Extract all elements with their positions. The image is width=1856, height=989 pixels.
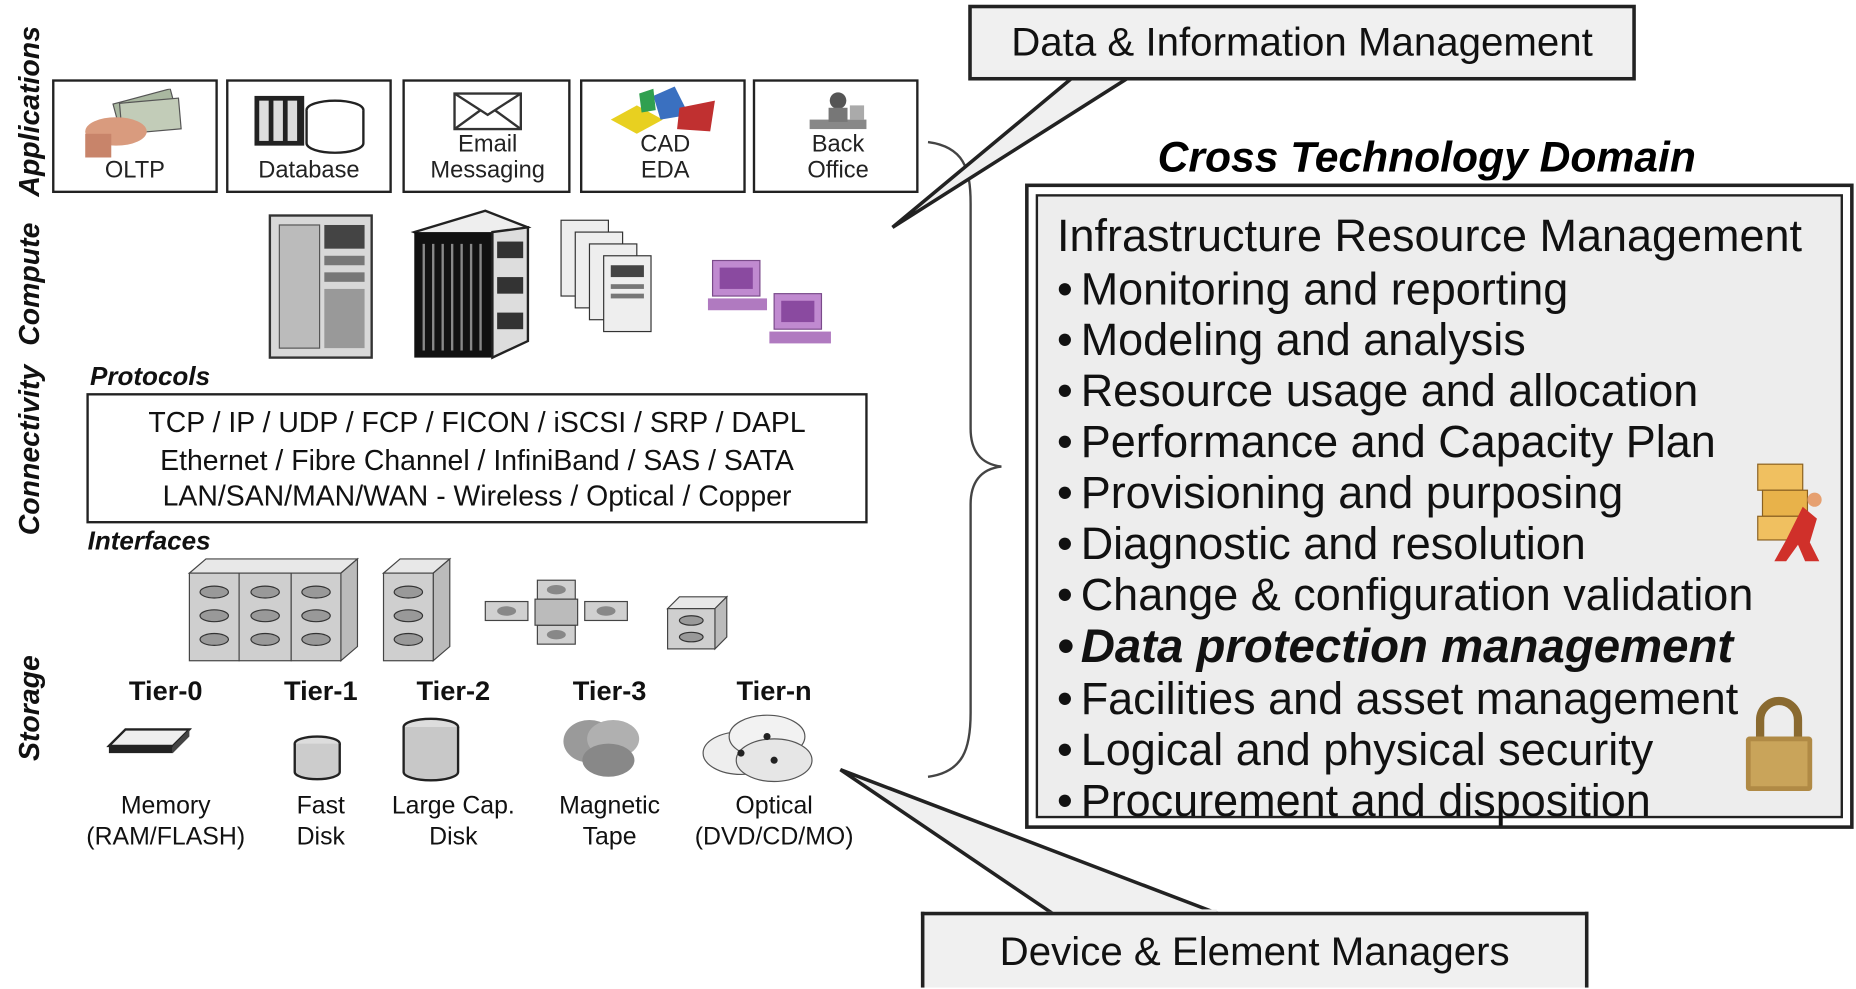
- tier-2-label: Large Cap. Disk: [391, 792, 515, 851]
- app-box-back-office: Back Office: [752, 79, 919, 194]
- bullet-dot-icon: •: [1057, 265, 1073, 315]
- bullet-dot-icon: •: [1057, 316, 1073, 366]
- cross-technology-domain-title: Cross Technology Domain: [1157, 132, 1696, 182]
- irm-item-label: Monitoring and reporting: [1080, 265, 1569, 315]
- bullet-dot-icon: •: [1057, 570, 1073, 621]
- app-label-cad: CAD EDA: [640, 131, 691, 184]
- interfaces-heading: Interfaces: [87, 525, 211, 556]
- storage-switch-icon: [484, 579, 628, 645]
- irm-item: •Change & configuration validation: [1057, 571, 1753, 622]
- callout-data-information-management: Data & Information Management: [968, 4, 1636, 81]
- server-stack-icon: [560, 219, 652, 333]
- app-box-cad: CAD EDA: [579, 79, 746, 194]
- protocol-line: Ethernet / Fibre Channel / InfiniBand / …: [160, 445, 794, 478]
- irm-item-label: Diagnostic and resolution: [1080, 519, 1586, 570]
- irm-item: •Facilities and asset management: [1057, 675, 1738, 726]
- magnetic-tape-icon: [563, 719, 640, 777]
- bullet-dot-icon: •: [1057, 519, 1073, 570]
- side-label-storage: Storage: [14, 655, 47, 762]
- tier-n-label: Optical (DVD/CD/MO): [694, 792, 854, 851]
- irm-item: •Logical and physical security: [1057, 726, 1653, 777]
- callout-device-element-managers: Device & Element Managers: [920, 911, 1589, 988]
- irm-item-label: Performance and Capacity Plan: [1080, 417, 1716, 468]
- bullet-dot-icon: •: [1057, 725, 1073, 776]
- side-label-connectivity: Connectivity: [14, 364, 47, 536]
- app-box-email: Email Messaging: [402, 79, 571, 194]
- app-box-oltp: OLTP: [52, 79, 218, 194]
- memory-stick-icon: [106, 728, 192, 754]
- padlock-icon: [1745, 696, 1813, 791]
- irm-item-label: Facilities and asset management: [1080, 674, 1739, 725]
- tier-0-label: Memory (RAM/FLASH): [86, 792, 246, 851]
- irm-item: •Monitoring and reporting: [1057, 265, 1568, 316]
- side-label-applications: Applications: [14, 26, 47, 197]
- irm-item: •Provisioning and purposing: [1057, 469, 1623, 520]
- irm-item-label: Provisioning and purposing: [1080, 468, 1624, 519]
- storage-array-small-icon: [381, 557, 452, 663]
- office-icon: [809, 92, 867, 130]
- app-label-oltp: OLTP: [104, 157, 165, 184]
- bullet-dot-icon: •: [1057, 620, 1074, 673]
- large-disk-icon: [402, 717, 460, 782]
- tier-1-label: Fast Disk: [296, 792, 345, 851]
- optical-disc-icon: [702, 714, 813, 783]
- app-label-email: Email Messaging: [430, 131, 545, 184]
- irm-item-label: Procurement and disposition: [1080, 776, 1651, 827]
- irm-item: •Performance and Capacity Plan: [1057, 418, 1716, 469]
- tier-0-title: Tier-0: [128, 674, 203, 706]
- envelope-icon: [453, 92, 522, 131]
- bullet-dot-icon: •: [1057, 367, 1073, 417]
- bullet-dot-icon: •: [1057, 468, 1073, 519]
- irm-item-label: Modeling and analysis: [1080, 316, 1526, 366]
- tier-n-title: Tier-n: [736, 674, 812, 706]
- cad-shapes-icon: [610, 86, 715, 134]
- money-hand-icon: [85, 88, 182, 158]
- bullet-dot-icon: •: [1057, 674, 1073, 725]
- side-label-compute: Compute: [14, 222, 47, 346]
- storage-array-large-icon: [187, 557, 360, 663]
- desktop-computers-icon: [707, 259, 831, 344]
- bullet-dot-icon: •: [1057, 776, 1073, 827]
- app-label-back-office: Back Office: [807, 131, 869, 184]
- tier-1-title: Tier-1: [283, 674, 358, 706]
- infrastructure-resource-management-panel: Infrastructure Resource Management •Moni…: [1025, 183, 1854, 829]
- bullet-dot-icon: •: [1057, 417, 1073, 468]
- irm-item: •Data protection management: [1057, 620, 1733, 673]
- app-box-database: Database: [226, 79, 392, 194]
- protocol-line: LAN/SAN/MAN/WAN - Wireless / Optical / C…: [162, 480, 792, 513]
- rack-server-icon: [268, 214, 373, 359]
- irm-title: Infrastructure Resource Management: [1057, 211, 1803, 262]
- tier-3-label: Magnetic Tape: [559, 792, 661, 851]
- irm-item: •Diagnostic and resolution: [1057, 520, 1586, 571]
- irm-item: •Modeling and analysis: [1057, 316, 1526, 367]
- storage-unit-icon: [666, 595, 729, 651]
- database-icon: [254, 95, 365, 154]
- irm-item: •Procurement and disposition: [1057, 777, 1651, 828]
- app-label-database: Database: [258, 157, 360, 184]
- irm-item-label: Data protection management: [1080, 620, 1734, 673]
- tier-2-title: Tier-2: [416, 674, 491, 706]
- irm-item: •Resource usage and allocation: [1057, 367, 1698, 418]
- fast-disk-icon: [293, 735, 341, 781]
- protocol-line: TCP / IP / UDP / FCP / FICON / iSCSI / S…: [148, 407, 806, 440]
- protocols-box: TCP / IP / UDP / FCP / FICON / iSCSI / S…: [86, 393, 868, 524]
- irm-item-label: Resource usage and allocation: [1080, 367, 1699, 417]
- protocols-heading: Protocols: [89, 361, 211, 391]
- irm-item-label: Logical and physical security: [1080, 725, 1654, 776]
- blade-enclosure-icon: [410, 209, 532, 360]
- tier-3-title: Tier-3: [572, 674, 647, 706]
- mover-person-icon: [1757, 463, 1822, 562]
- irm-item-label: Change & configuration validation: [1080, 570, 1754, 621]
